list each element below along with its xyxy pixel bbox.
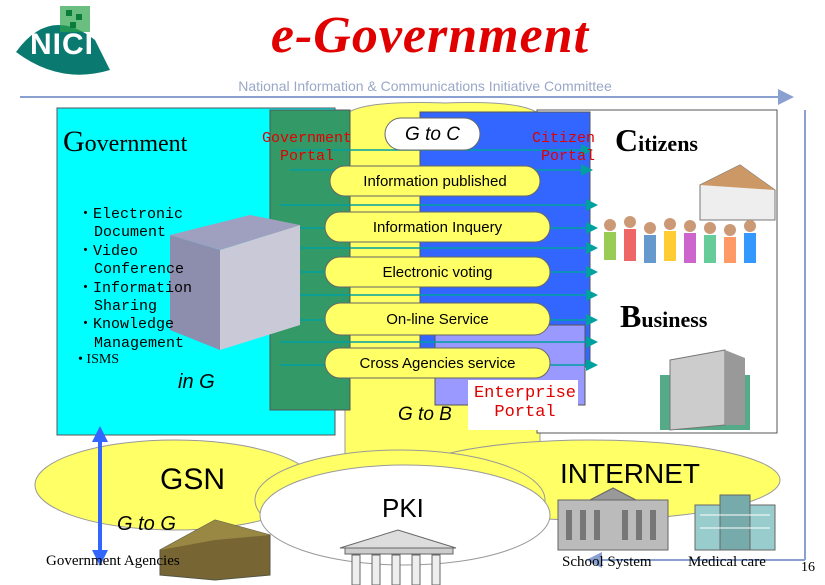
page-title: e-Government [270, 7, 590, 64]
service-online-service: On-line Service [386, 311, 489, 328]
gov-agencies-label: Government Agencies [46, 553, 180, 569]
medical-care-label: Medical care [688, 554, 766, 570]
gov-item-7: ・Knowledge [78, 316, 175, 334]
gov-agencies-building-icon [159, 519, 271, 581]
government-initial: G [63, 125, 85, 158]
business-heading-rest: usiness [641, 307, 708, 332]
page-number: 16 [801, 560, 815, 575]
nici-logo [16, 6, 110, 75]
gov-item-5: ・Information [78, 279, 193, 297]
business-building-icon [660, 349, 750, 431]
service-pills [324, 165, 551, 379]
page-subtitle: National Information & Communications In… [238, 78, 612, 94]
gov-item-2: Document [94, 224, 167, 242]
gov-item-4: Conference [94, 261, 185, 279]
gov-building-icon [170, 215, 300, 350]
logo-text: NICI [30, 28, 94, 61]
business-heading: Business [620, 298, 707, 335]
pki-temple-icon [339, 529, 457, 585]
citizens-house-icon [699, 164, 776, 221]
school-building-icon [557, 487, 669, 551]
service-electronic-voting: Electronic voting [382, 264, 493, 281]
citizens-initial: C [615, 122, 639, 158]
business-initial: B [620, 298, 642, 334]
medical-building-icon [694, 494, 776, 551]
enterprise-portal-label: Enterprise Portal [473, 384, 577, 422]
government-heading: Government [63, 125, 187, 159]
gov-item-6: Sharing [94, 298, 158, 316]
citizens-heading: Citizens [615, 122, 698, 159]
citizens-crowd-icon [604, 216, 756, 263]
g-to-g-label: G to G [117, 513, 176, 535]
government-items: ・Electronic Document ・Video Conference ・… [78, 206, 208, 353]
g-to-c-label: G to C [405, 124, 460, 145]
in-g-label: in G [178, 371, 215, 393]
gsn-label: GSN [160, 463, 226, 496]
pki-ellipse [259, 464, 551, 566]
citizen-portal-label: Citizen Portal [531, 130, 595, 165]
service-information-published: Information published [363, 173, 507, 190]
service-information-inquery: Information Inquery [372, 219, 503, 236]
g-to-c-pill [384, 117, 481, 151]
internet-label: INTERNET [560, 458, 700, 489]
g-to-b-label: G to B [398, 404, 452, 425]
citizens-heading-rest: itizens [638, 131, 698, 156]
enterprise-label-bg [468, 380, 578, 430]
government-heading-rest: overnment [84, 131, 188, 157]
service-cross-agencies: Cross Agencies service [359, 355, 516, 372]
gov-portal-label: Government Portal [262, 130, 353, 165]
gov-item-3: ・Video [78, 242, 139, 260]
gov-item-isms: • ISMS [78, 352, 120, 367]
gov-item-8: Management [94, 334, 185, 352]
gov-item-1: ・Electronic [78, 206, 184, 223]
school-system-label: School System [562, 554, 652, 570]
pki-label: PKI [382, 493, 424, 523]
